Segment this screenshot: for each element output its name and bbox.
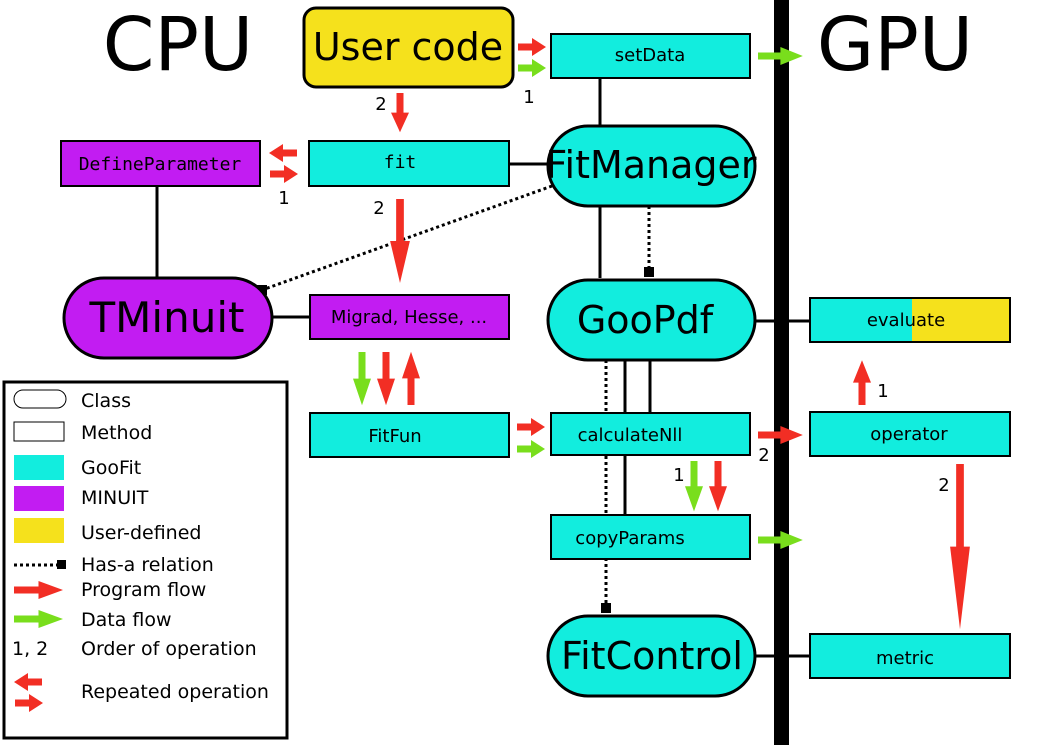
legend-user-defined-label: User-defined	[81, 522, 201, 544]
legend-user-swatch	[14, 518, 64, 543]
tminuit-label: TMinuit	[89, 293, 245, 342]
set-data-method[interactable]: setData	[550, 33, 751, 79]
define-parameter-method[interactable]: DefineParameter	[60, 140, 261, 187]
repeated-operation-arrow	[269, 144, 297, 162]
legend-minuit-swatch	[14, 486, 64, 511]
cpu-heading: CPU	[103, 2, 253, 88]
operator-method[interactable]: operator	[809, 411, 1011, 457]
legend-order-label: Order of operation	[81, 638, 257, 660]
program-flow-arrow	[518, 38, 546, 56]
has-a-end-marker	[644, 267, 654, 277]
legend-data-flow-label: Data flow	[81, 609, 172, 631]
fit-manager-label: FitManager	[545, 143, 756, 187]
order-label: 2	[758, 445, 769, 466]
program-flow-arrow	[390, 199, 410, 283]
fit-fun-method[interactable]: FitFun	[309, 412, 510, 458]
fit-label: fit	[384, 152, 417, 173]
has-a-relations	[261, 184, 651, 604]
legend-minuit-label: MINUIT	[81, 487, 149, 509]
goo-pdf-label: GooPdf	[577, 298, 715, 342]
legend-goofit-swatch	[14, 455, 64, 480]
program-flow-arrow	[517, 418, 545, 436]
evaluate-method[interactable]: evaluate	[809, 297, 1011, 343]
connectors	[155, 78, 810, 658]
order-label: 1	[877, 381, 888, 402]
data-flow-arrow	[518, 59, 546, 77]
legend-order-symbol: 1, 2	[12, 638, 48, 660]
fit-fun-label: FitFun	[368, 426, 421, 447]
migrad-label: Migrad, Hesse, ...	[331, 307, 487, 328]
data-flow-arrow	[685, 461, 703, 512]
user-code-label: User code	[313, 25, 503, 69]
fit-control-class[interactable]: FitControl	[546, 614, 757, 698]
set-data-label: setData	[615, 45, 686, 66]
program-flow-arrow	[853, 360, 871, 405]
fit-manager-class[interactable]: FitManager	[545, 124, 757, 208]
order-label: 1	[523, 87, 534, 108]
cpu-gpu-divider	[774, 0, 789, 745]
legend-method-swatch	[13, 421, 65, 442]
operator-label: operator	[870, 424, 948, 445]
migrad-method[interactable]: Migrad, Hesse, ...	[309, 294, 510, 340]
metric-label: metric	[876, 648, 934, 669]
order-label: 2	[375, 94, 386, 115]
order-label: 1	[278, 188, 289, 209]
legend-has-a-label: Has-a relation	[81, 554, 214, 576]
has-a-end-marker	[601, 603, 611, 613]
evaluate-label: evaluate	[867, 310, 945, 331]
order-label: 2	[938, 475, 949, 496]
data-flow-arrow	[353, 352, 371, 406]
data-flow-arrow	[517, 440, 545, 458]
tminuit-class[interactable]: TMinuit	[62, 276, 274, 360]
program-flow-arrow	[950, 464, 970, 630]
program-flow-arrow	[709, 461, 727, 512]
program-flow-arrow	[402, 351, 420, 405]
data-flow-arrow	[758, 531, 803, 549]
legend: Class Method GooFit MINUIT User-defined …	[2, 380, 289, 740]
metric-method[interactable]: metric	[809, 633, 1011, 679]
calculate-nll-method[interactable]: calculateNll	[550, 412, 751, 456]
repeated-operation-arrow	[270, 165, 298, 183]
user-code-node[interactable]: User code	[302, 6, 515, 89]
legend-program-flow-label: Program flow	[81, 579, 206, 601]
fit-control-label: FitControl	[561, 634, 743, 678]
data-flow-arrow	[758, 47, 803, 65]
copy-params-method[interactable]: copyParams	[550, 514, 751, 560]
order-label: 2	[373, 198, 384, 219]
legend-method-label: Method	[81, 422, 152, 444]
fit-method[interactable]: fit	[308, 140, 510, 187]
program-flow-arrow	[391, 93, 409, 133]
gpu-heading: GPU	[817, 2, 973, 88]
legend-goofit-label: GooFit	[81, 457, 141, 479]
calculate-nll-label: calculateNll	[578, 425, 683, 446]
copy-params-label: copyParams	[575, 528, 684, 549]
legend-class-label: Class	[81, 390, 131, 412]
order-label: 1	[673, 465, 684, 486]
define-parameter-label: DefineParameter	[79, 154, 242, 175]
program-flow-arrow	[758, 426, 803, 444]
legend-class-swatch	[13, 389, 67, 409]
goo-pdf-class[interactable]: GooPdf	[546, 278, 757, 362]
legend-repeated-label: Repeated operation	[81, 681, 269, 703]
legend-has-a-marker	[57, 560, 66, 569]
program-flow-arrow	[377, 352, 395, 406]
